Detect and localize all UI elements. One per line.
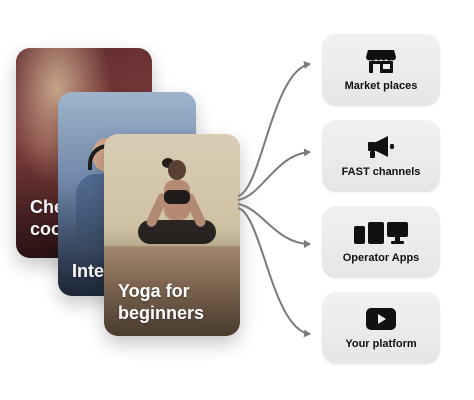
destination-operator-apps[interactable]: Operator Apps [322,206,440,278]
destination-market-places[interactable]: Market places [322,34,440,106]
content-card-yoga[interactable]: Yoga for beginners [104,134,240,336]
card-title: Yoga for beginners [118,281,205,323]
play-button-icon [322,306,440,332]
devices-icon [322,220,440,246]
destination-label: Market places [344,80,418,92]
arrow-to-market-places [237,61,311,197]
card-title: Che coo [30,197,65,239]
storefront-icon [322,48,440,74]
megaphone-icon [322,134,440,160]
card-scrim [104,134,240,336]
destination-fast-channels[interactable]: FAST channels [322,120,440,192]
arrow-to-fast-channels [237,148,311,201]
card-title: Inte [72,261,105,281]
destination-label: FAST channels [341,166,421,178]
arrow-to-your-platform [237,207,311,338]
arrow-to-operator-apps [237,203,311,248]
destination-label: Operator Apps [342,252,420,264]
destination-label: Your platform [345,338,417,350]
destination-your-platform[interactable]: Your platform [322,292,440,364]
